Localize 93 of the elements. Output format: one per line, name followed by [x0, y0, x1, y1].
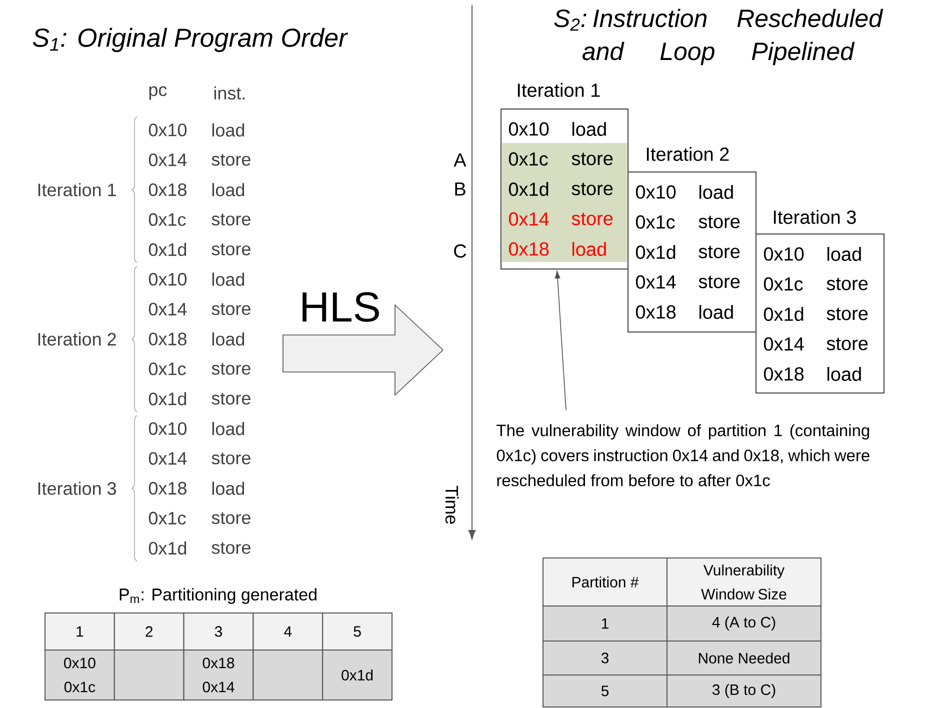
instruction-text: load — [212, 183, 244, 196]
table-cell: 4 — [252, 612, 324, 650]
instruction-text: store — [212, 244, 250, 256]
table-cell: 3 (B to C) — [666, 674, 822, 708]
instruction-text: store — [572, 212, 613, 226]
instruction-text: store — [572, 152, 613, 166]
address-text: 0x1d — [508, 182, 548, 196]
box-heading: Iteration 2 — [646, 147, 729, 161]
address-text: 0x18 — [508, 242, 549, 256]
title: S$_{1}$: Original Program Order — [32, 28, 348, 52]
table-cell: 5 — [322, 612, 392, 650]
instruction-text: store — [212, 362, 250, 375]
address-text: 0x18 — [148, 183, 186, 196]
address-text: 0x10 — [508, 122, 549, 136]
instruction-text: load — [700, 185, 733, 199]
instruction-text: store — [572, 182, 613, 196]
instruction-text: load — [212, 272, 244, 286]
instruction-text: load — [212, 422, 244, 436]
address-text: 0x1c — [148, 213, 186, 226]
instruction-text: store — [212, 542, 250, 554]
address-text: 0x18 — [636, 305, 676, 319]
box-heading: Iteration 1 — [518, 83, 600, 97]
table-cell: 1 — [44, 612, 115, 650]
table-cell: Vulnerability Window Size — [666, 557, 822, 606]
column-header: inst. — [214, 86, 245, 100]
table-cell: Partition # — [542, 557, 668, 606]
instruction-text: store — [212, 214, 250, 226]
address-text: 0x1d — [148, 541, 186, 555]
table-cell: 1 — [542, 605, 668, 642]
title: S$_{2}$: Instruction Rescheduled and Loop Pipelined — [554, 8, 884, 66]
table-caption: P$_{m}$: Partitioning generated — [120, 588, 316, 604]
instruction-text: store — [212, 303, 250, 316]
address-text: 0x14 — [764, 337, 804, 351]
address-text: 0x18 — [148, 482, 186, 495]
address-text: 0x1d — [764, 307, 804, 321]
point-label: C — [454, 244, 466, 258]
address-text: 0x14 — [148, 153, 187, 166]
instruction-text: load — [572, 122, 606, 136]
address-text: 0x10 — [636, 185, 676, 199]
address-text: 0x18 — [764, 367, 804, 381]
table-cell: 3 — [183, 612, 254, 650]
instruction-text: load — [212, 332, 244, 346]
leader-line — [554, 270, 566, 410]
table-cell: 4 (A to C) — [666, 605, 822, 642]
iteration-label: Iteration 1 — [38, 183, 116, 196]
address-text: 0x1d — [636, 245, 676, 259]
address-text: 0x1d — [148, 392, 186, 406]
instruction-text: load — [572, 242, 606, 256]
point-label: A — [454, 153, 466, 167]
iteration-label: Iteration 3 — [38, 482, 116, 495]
table-cell: 3 — [542, 640, 668, 676]
address-text: 0x14 — [148, 302, 187, 316]
column-header: pc — [149, 86, 167, 100]
instruction-text: load — [212, 482, 244, 495]
address-text: 0x1d — [148, 242, 186, 256]
address-text: 0x18 — [148, 332, 186, 346]
instruction-text: load — [212, 123, 244, 137]
address-text: 0x1c — [148, 512, 186, 525]
instruction-text: load — [700, 305, 733, 319]
address-text: 0x10 — [148, 422, 187, 435]
table-cell: 0x10 0x1c — [44, 649, 115, 700]
instruction-text: store — [826, 308, 868, 320]
address-text: 0x1c — [508, 152, 548, 166]
table-cell: 2 — [114, 612, 184, 650]
instruction-text: store — [826, 338, 868, 350]
table-cell: None Needed — [666, 640, 822, 676]
iteration-label: Iteration 2 — [38, 332, 116, 346]
instruction-text: store — [698, 216, 740, 228]
instruction-text: load — [828, 367, 861, 381]
address-text: 0x10 — [148, 124, 187, 136]
instruction-text: store — [698, 246, 740, 258]
address-text: 0x10 — [148, 272, 187, 286]
address-text: 0x10 — [764, 247, 804, 261]
box-heading: Iteration 3 — [774, 210, 856, 224]
table-cell: 0x18 0x14 — [183, 649, 254, 700]
address-text: 0x14 — [508, 212, 549, 226]
instruction-text: store — [212, 154, 250, 166]
instruction-text: store — [826, 278, 868, 290]
table-cell: 5 — [542, 674, 668, 708]
instruction-text: store — [698, 276, 740, 288]
axis-label: Time — [445, 486, 459, 524]
instruction-text: store — [212, 452, 250, 464]
table-cell: 0x1d — [322, 649, 392, 700]
address-text: 0x14 — [636, 275, 676, 289]
instruction-text: load — [828, 247, 861, 261]
point-label: B — [455, 182, 466, 196]
annotation-text: The vulnerability window of partition 1 (containing 0x1c) covers instruction 0x14 and 0x18, which were rescheduled from before to after 0x1c — [496, 424, 870, 486]
address-text: 0x14 — [148, 452, 187, 465]
instruction-text: store — [212, 392, 250, 405]
address-text: 0x1c — [636, 215, 675, 229]
address-text: 0x1c — [764, 277, 803, 291]
address-text: 0x1c — [148, 362, 186, 376]
instruction-text: store — [212, 512, 250, 524]
